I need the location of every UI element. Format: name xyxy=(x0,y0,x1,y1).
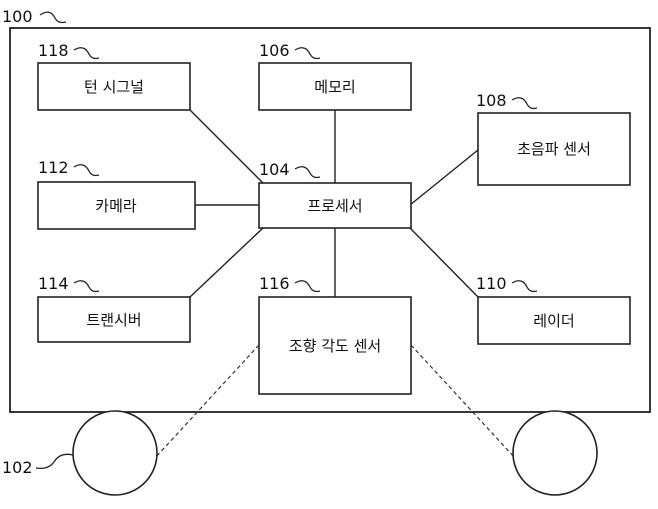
processor-ref-leader xyxy=(294,166,321,179)
connector-radar xyxy=(409,227,479,298)
ultrasonic-sensor-box: 초음파 센서 xyxy=(477,112,631,186)
transceiver-ref: 114 xyxy=(38,274,69,293)
steering-angle-sensor-box: 조향 각도 센서 xyxy=(258,296,412,395)
turn-signal-ref: 118 xyxy=(38,41,69,60)
connector-turn-signal xyxy=(189,109,264,184)
radar-label: 레이더 xyxy=(533,312,574,330)
steering-angle-sensor-label: 조향 각도 센서 xyxy=(289,337,381,355)
camera-label: 카메라 xyxy=(95,197,137,215)
ultrasonic-sensor-label: 초음파 센서 xyxy=(517,140,591,158)
processor-box: 프로세서 xyxy=(258,182,412,229)
ultrasonic-sensor-ref: 108 xyxy=(476,91,507,110)
radar-ref: 110 xyxy=(476,274,507,293)
vehicle-ref-leader xyxy=(39,11,67,24)
steering-angle-sensor-ref-leader xyxy=(294,280,321,293)
connections xyxy=(189,109,479,298)
steering-to-right-wheel-dashed xyxy=(410,344,516,459)
turn-signal-box: 턴 시그널 xyxy=(37,62,191,111)
turn-signal-label: 턴 시그널 xyxy=(84,78,144,96)
steering-angle-sensor-ref: 116 xyxy=(259,274,290,293)
transceiver-label: 트랜시버 xyxy=(86,311,141,329)
turn-signal-ref-leader xyxy=(73,47,100,60)
ultrasonic-sensor-ref-leader xyxy=(511,97,538,110)
camera-ref-leader xyxy=(73,164,100,177)
right-wheel xyxy=(512,410,598,496)
memory-ref-leader xyxy=(294,47,321,60)
radar-ref-leader xyxy=(511,280,538,293)
processor-ref: 104 xyxy=(259,160,290,179)
camera-box: 카메라 xyxy=(37,181,196,230)
wheel-ref-leader xyxy=(35,453,74,470)
connector-ultrasonic xyxy=(409,149,479,206)
transceiver-ref-leader xyxy=(73,280,100,293)
processor-label: 프로세서 xyxy=(307,197,362,215)
left-wheel xyxy=(72,410,158,496)
steering-to-left-wheel-dashed xyxy=(154,344,260,459)
memory-label: 메모리 xyxy=(314,78,355,96)
memory-box: 메모리 xyxy=(258,62,412,111)
radar-box: 레이더 xyxy=(477,296,631,345)
vehicle-ref-label: 100 xyxy=(2,7,33,26)
camera-ref: 112 xyxy=(38,158,69,177)
wheel-ref: 102 xyxy=(2,458,33,477)
memory-ref: 106 xyxy=(259,41,290,60)
connector-transceiver xyxy=(189,227,264,298)
transceiver-box: 트랜시버 xyxy=(37,296,191,343)
